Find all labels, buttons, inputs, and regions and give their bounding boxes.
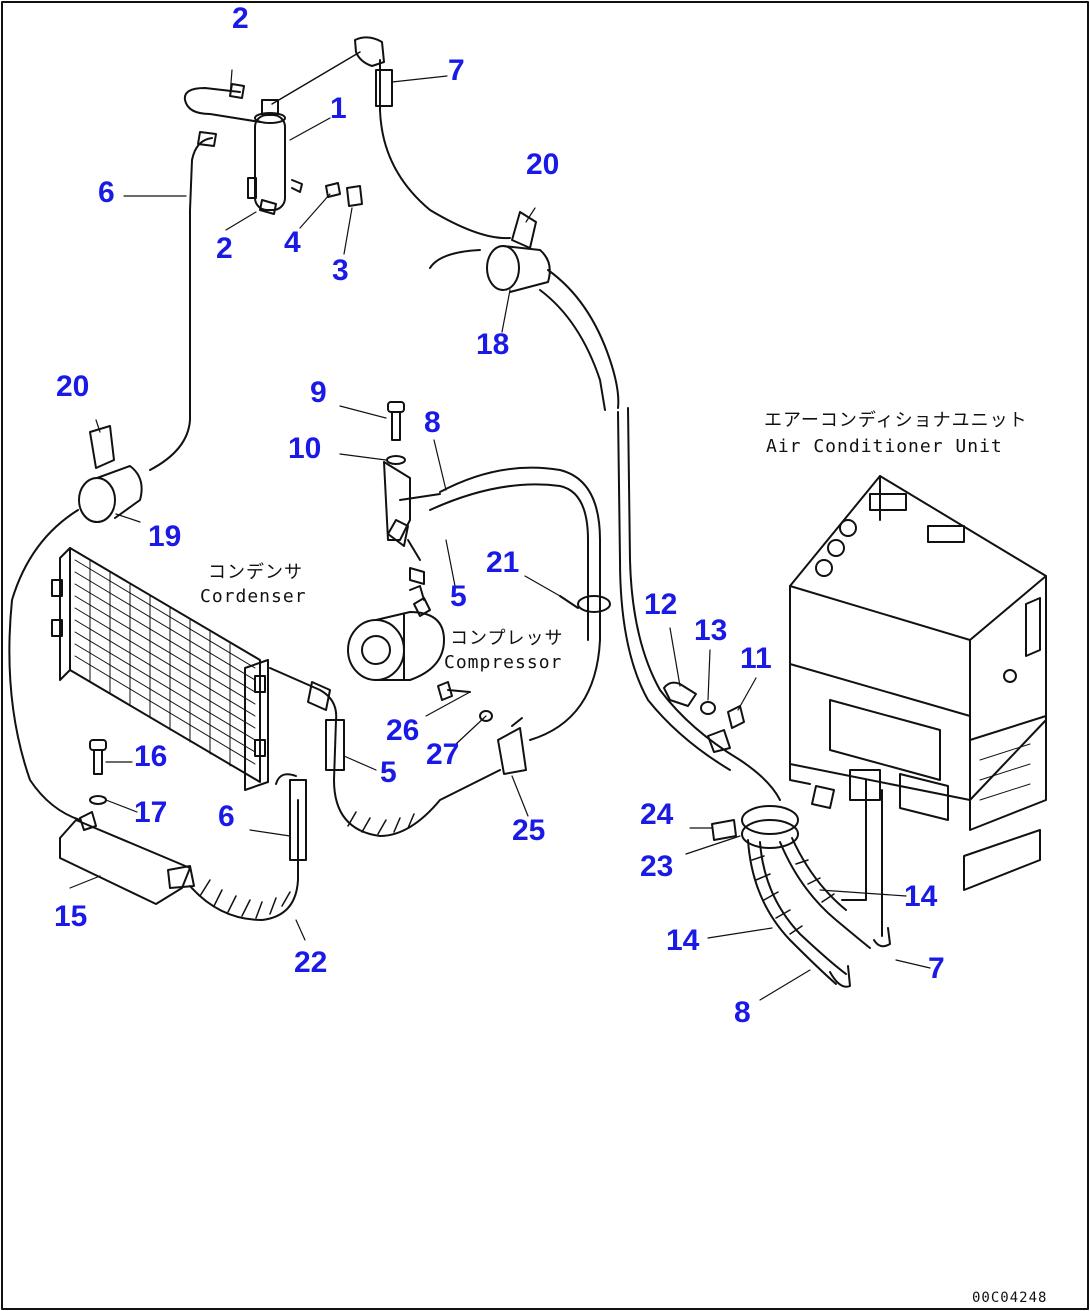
callout-7-right: 7 [928,952,945,985]
callout-17: 17 [134,796,168,829]
callout-3: 3 [332,254,349,287]
callout-24: 24 [640,798,674,831]
bracket-15 [59,819,191,905]
callout-5-upper: 5 [450,580,467,613]
compressor [347,585,445,681]
bolt-26 [437,681,471,701]
callout-2-bottom: 2 [216,232,233,265]
hose-8-upper [439,466,601,741]
callout-9: 9 [310,376,327,409]
washer-13 [700,701,716,715]
grommet-19 [8,425,143,821]
washer-27 [479,710,493,722]
callout-19: 19 [148,520,182,553]
washer-17 [89,795,107,805]
callout-1: 1 [330,92,347,125]
callout-14-lower: 14 [666,924,700,957]
compressor-label-en: Compressor [444,652,563,673]
hose-14-left [747,839,837,985]
callout-11: 11 [740,642,772,675]
leader-lines [69,69,931,1001]
callout-26: 26 [386,714,420,747]
hose-14-right [779,841,871,949]
callout-22: 22 [294,946,328,979]
air-conditioner-unit [789,475,1047,891]
callout-7-top: 7 [448,54,465,87]
callout-16: 16 [134,740,168,773]
callout-6-lower: 6 [218,800,235,833]
callout-12: 12 [644,588,678,621]
condenser-label-en: Cordenser [200,586,307,607]
washer-10 [386,455,406,465]
callout-25: 25 [512,814,546,847]
bracket-25 [497,727,527,775]
drawing-code: 00C04248 [972,1290,1048,1306]
callout-21: 21 [486,546,520,579]
clamp-3 [346,185,363,207]
callout-18: 18 [476,328,510,361]
bolt-16 [89,739,107,775]
hose-22 [189,799,299,921]
callout-20-left: 20 [56,370,90,403]
grommet-18 [429,211,620,411]
ac-unit-label-en: Air Conditioner Unit [766,436,1003,457]
condenser [51,547,269,791]
washer-4 [325,182,341,198]
bolt-9 [387,401,405,441]
hose-2 [183,87,261,123]
compressor-label-jp: コンプレッサ [450,628,564,649]
callout-5-lower: 5 [380,756,397,789]
callout-14-upper: 14 [904,880,938,913]
hose-6-upper [149,137,213,471]
callout-13: 13 [694,614,728,647]
hose-7-run [379,59,511,240]
bolt-12 [663,681,697,707]
callout-23: 23 [640,850,674,883]
callout-20-top: 20 [526,148,560,181]
condenser-label-jp: コンデンサ [208,562,303,583]
callout-6-upper: 6 [98,176,115,209]
clamp-11 [727,705,745,729]
callout-8-upper: 8 [424,406,441,439]
callout-27: 27 [426,738,460,771]
receiver-dryer [247,99,303,215]
clamp-21 [577,595,611,613]
callout-10: 10 [288,432,322,465]
callout-4: 4 [284,226,301,259]
callout-2-top: 2 [232,2,249,35]
ac-unit-label-jp: エアーコンディショナユニット [764,410,1028,431]
callout-8-lower: 8 [734,996,751,1029]
callout-15: 15 [54,900,88,933]
hose-5-lower [269,667,501,837]
grommet-23 [711,805,799,849]
